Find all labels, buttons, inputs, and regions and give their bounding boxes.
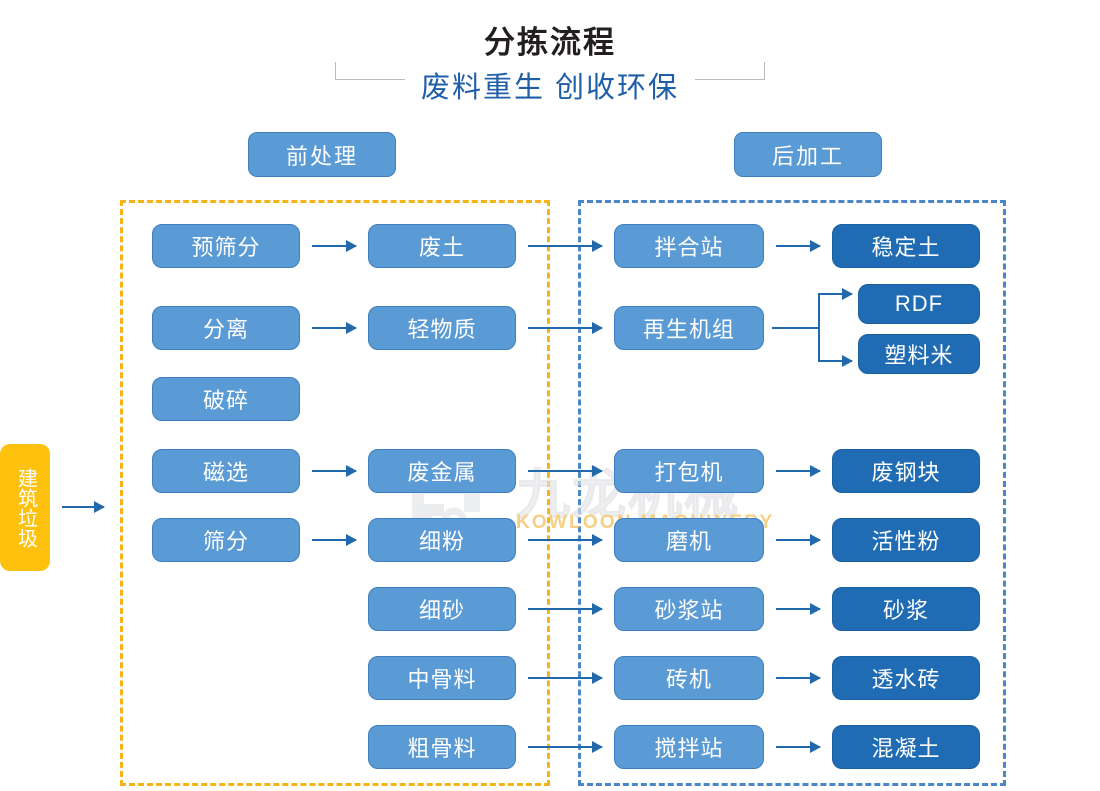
node-fine-powder-label: 细粉 — [418, 529, 465, 554]
node-active-powder[interactable]: 活性粉 — [832, 518, 980, 562]
node-pre-screen[interactable]: 预筛分 — [152, 224, 300, 268]
node-magnetic-separation-label: 磁选 — [202, 460, 249, 485]
node-separate[interactable]: 分离 — [152, 306, 300, 350]
arrow-medium-aggregate-to-brick-machine — [528, 672, 603, 684]
node-plastic-pellet[interactable]: 塑料米 — [858, 334, 980, 374]
node-crush-label: 破碎 — [202, 388, 249, 413]
node-fine-sand-label: 细砂 — [418, 598, 465, 623]
arrow-mixing-station-to-stabilized-soil — [776, 240, 821, 252]
node-concrete[interactable]: 混凝土 — [832, 725, 980, 769]
section-header-post-processing-label: 后加工 — [771, 143, 844, 169]
node-screening[interactable]: 筛分 — [152, 518, 300, 562]
node-screening-label: 筛分 — [202, 529, 249, 554]
node-magnetic-separation[interactable]: 磁选 — [152, 449, 300, 493]
node-mortar[interactable]: 砂浆 — [832, 587, 980, 631]
node-plastic-pellet-label: 塑料米 — [884, 343, 954, 368]
node-coarse-aggregate[interactable]: 粗骨料 — [368, 725, 516, 769]
arrow-waste-metal-to-baler — [528, 465, 603, 477]
arrow-baler-to-scrap-steel — [776, 465, 821, 477]
node-waste-soil-label: 废土 — [418, 235, 465, 260]
arrow-regeneration-unit-to-rdf — [818, 288, 853, 300]
group-frame-post-processing — [578, 200, 1006, 786]
page-subtitle-text: 废料重生 创收环保 — [404, 72, 696, 104]
node-brick-machine[interactable]: 砖机 — [614, 656, 764, 700]
node-light-material[interactable]: 轻物质 — [368, 306, 516, 350]
node-concrete-station-label: 搅拌站 — [654, 736, 724, 761]
arrow-magnetic-to-waste-metal — [312, 465, 357, 477]
arrow-brick-machine-to-permeable-brick — [776, 672, 821, 684]
node-waste-metal-label: 废金属 — [407, 460, 477, 485]
node-baler-label: 打包机 — [654, 460, 724, 485]
node-mixing-station-label: 拌合站 — [654, 235, 724, 260]
node-brick-machine-label: 砖机 — [665, 667, 712, 692]
node-crush[interactable]: 破碎 — [152, 377, 300, 421]
node-rdf[interactable]: RDF — [858, 284, 980, 324]
node-active-powder-label: 活性粉 — [871, 529, 941, 554]
node-fine-powder[interactable]: 细粉 — [368, 518, 516, 562]
node-regeneration-unit[interactable]: 再生机组 — [614, 306, 764, 350]
node-mixing-station[interactable]: 拌合站 — [614, 224, 764, 268]
page-title-text: 分拣流程 — [470, 25, 630, 60]
node-mortar-station-label: 砂浆站 — [654, 598, 724, 623]
node-concrete-label: 混凝土 — [871, 736, 941, 761]
node-mortar-station[interactable]: 砂浆站 — [614, 587, 764, 631]
arrow-coarse-aggregate-to-concrete-station — [528, 741, 603, 753]
branch-vertical-line — [818, 294, 820, 362]
node-baler[interactable]: 打包机 — [614, 449, 764, 493]
feedstock-label: 建筑垃圾 — [14, 467, 37, 548]
node-rdf-label: RDF — [894, 291, 944, 316]
arrow-light-material-to-regeneration-unit — [528, 322, 603, 334]
arrow-separate-to-light-material — [312, 322, 357, 334]
node-medium-aggregate-label: 中骨料 — [407, 667, 477, 692]
page-subtitle: 废料重生 创收环保 — [0, 64, 1100, 106]
node-grinder[interactable]: 磨机 — [614, 518, 764, 562]
section-header-pre-processing-label: 前处理 — [285, 143, 358, 169]
node-stabilized-soil-label: 稳定土 — [871, 235, 941, 260]
node-medium-aggregate[interactable]: 中骨料 — [368, 656, 516, 700]
section-header-pre-processing[interactable]: 前处理 — [248, 132, 396, 177]
node-scrap-steel[interactable]: 废钢块 — [832, 449, 980, 493]
arrow-concrete-station-to-concrete — [776, 741, 821, 753]
node-grinder-label: 磨机 — [665, 529, 712, 554]
arrow-waste-soil-to-mixing-station — [528, 240, 603, 252]
node-regeneration-unit-label: 再生机组 — [642, 317, 735, 342]
arrow-mortar-station-to-mortar — [776, 603, 821, 615]
arrow-grinder-to-active-powder — [776, 534, 821, 546]
arrow-feedstock-to-process — [62, 501, 105, 513]
group-frame-pre-processing — [120, 200, 550, 786]
node-permeable-brick-label: 透水砖 — [871, 667, 941, 692]
arrow-fine-sand-to-mortar-station — [528, 603, 603, 615]
arrow-fine-powder-to-grinder — [528, 534, 603, 546]
node-light-material-label: 轻物质 — [407, 317, 477, 342]
node-waste-soil[interactable]: 废土 — [368, 224, 516, 268]
feedstock-input-box[interactable]: 建筑垃圾 — [0, 444, 50, 571]
node-coarse-aggregate-label: 粗骨料 — [407, 736, 477, 761]
arrow-regeneration-unit-to-plastic-pellet — [818, 355, 853, 367]
section-header-post-processing[interactable]: 后加工 — [734, 132, 882, 177]
node-mortar-label: 砂浆 — [882, 598, 929, 623]
arrow-screening-to-fine-powder — [312, 534, 357, 546]
node-separate-label: 分离 — [202, 317, 249, 342]
node-scrap-steel-label: 废钢块 — [871, 460, 941, 485]
node-fine-sand[interactable]: 细砂 — [368, 587, 516, 631]
node-concrete-station[interactable]: 搅拌站 — [614, 725, 764, 769]
node-pre-screen-label: 预筛分 — [191, 235, 261, 260]
node-stabilized-soil[interactable]: 稳定土 — [832, 224, 980, 268]
page-title: 分拣流程 — [0, 17, 1100, 62]
node-waste-metal[interactable]: 废金属 — [368, 449, 516, 493]
node-permeable-brick[interactable]: 透水砖 — [832, 656, 980, 700]
arrow-pre-screen-to-waste-soil — [312, 240, 357, 252]
branch-stem-line — [772, 327, 820, 329]
